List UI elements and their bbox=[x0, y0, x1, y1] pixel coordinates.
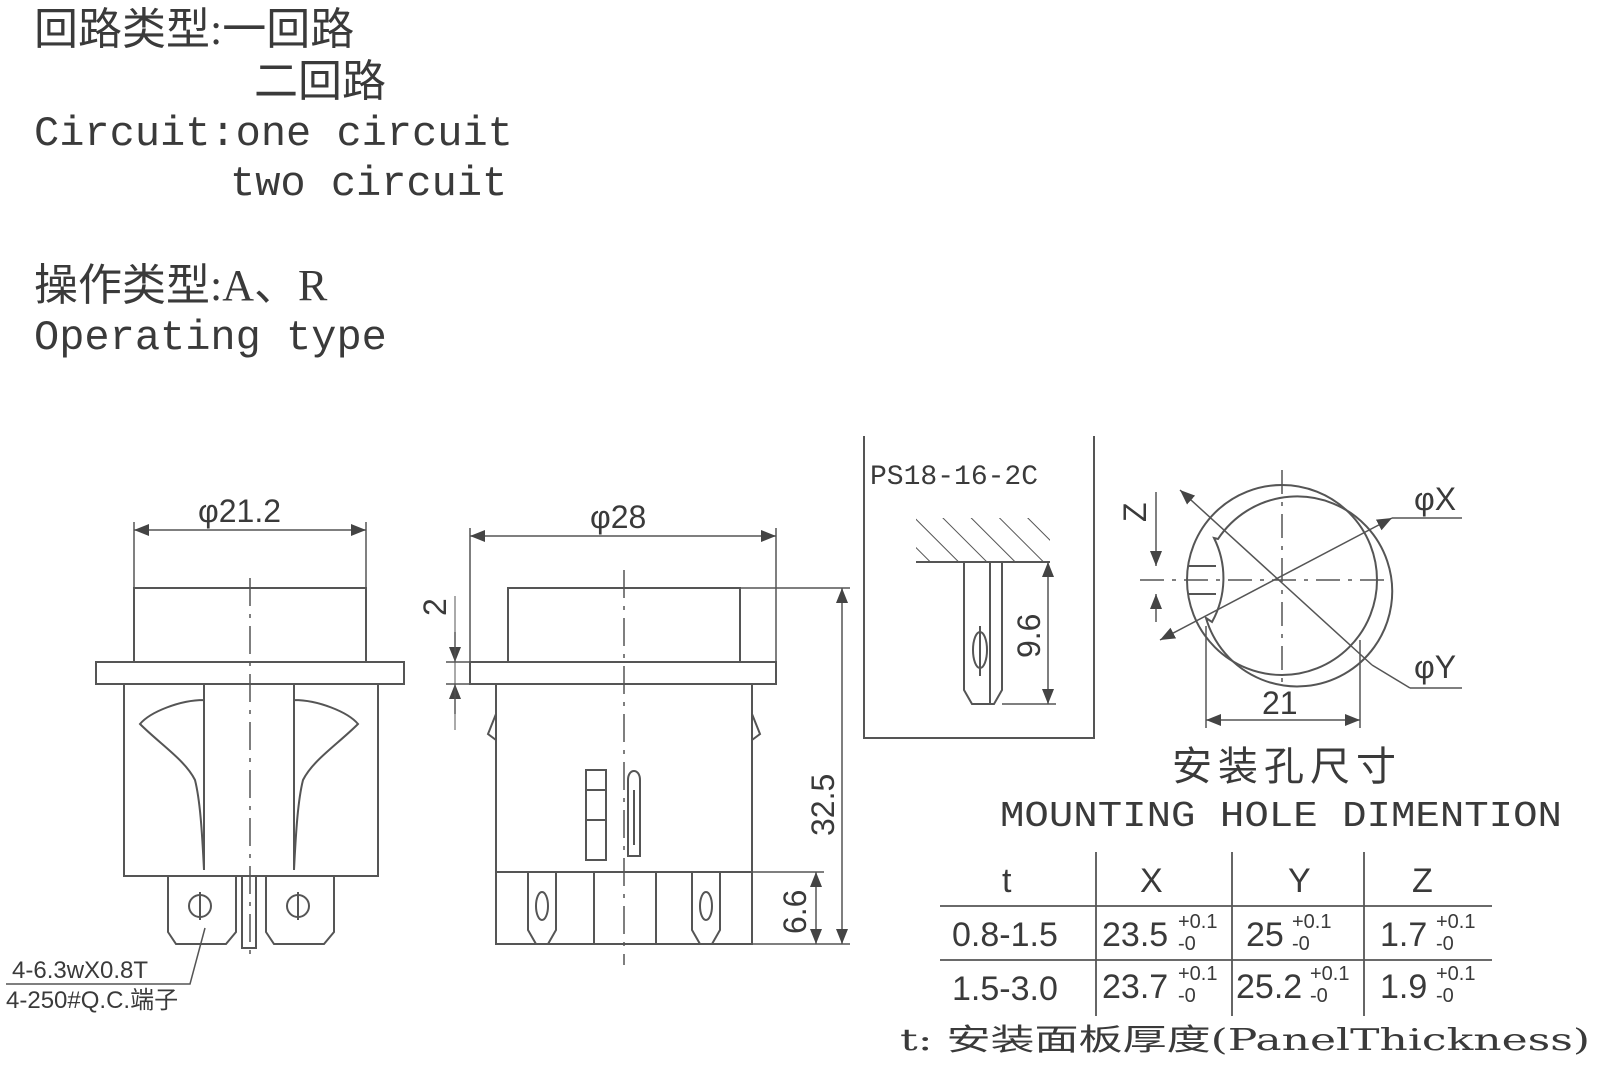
circuit-en: Circuit:one circuit bbox=[34, 110, 513, 158]
circuit-en-2: two circuit bbox=[230, 160, 508, 208]
circuit-type-cn: 回路类型:一回路 bbox=[34, 5, 355, 54]
row1-z-tol-minus: -0 bbox=[1436, 933, 1454, 955]
side-view-labels: φ28 2 32.5 6.6 bbox=[417, 499, 841, 934]
row2-y-tol-minus: -0 bbox=[1310, 985, 1328, 1007]
row1-y-tol-plus: +0.1 bbox=[1292, 911, 1331, 933]
front-view-labels: φ21.2 4-6.3wX0.8T 4-250#Q.C.端子 bbox=[6, 493, 281, 1014]
table-row: 1.5-3.0 23.7 +0.1 -0 25.2 +0.1 -0 1.9 +0… bbox=[952, 963, 1475, 1008]
hole-view-labels: Z φX φY 21 安装孔尺寸 MOUNTING HOLE DIMENTION bbox=[1000, 481, 1562, 837]
model-label: PS18-16-2C bbox=[870, 462, 1038, 493]
row2-x-tol-minus: -0 bbox=[1178, 985, 1196, 1007]
row1-z: 1.7 bbox=[1380, 916, 1427, 954]
row2-y: 25.2 bbox=[1236, 968, 1302, 1006]
row2-z-tol-plus: +0.1 bbox=[1436, 963, 1475, 985]
terminal-note-2: 4-250#Q.C.端子 bbox=[6, 987, 178, 1014]
mounting-hole-view bbox=[1140, 470, 1462, 728]
front-diameter-label: φ21.2 bbox=[198, 493, 281, 529]
label-phi-x: φX bbox=[1414, 481, 1456, 517]
row2-z: 1.9 bbox=[1380, 968, 1427, 1006]
table-header-t: t bbox=[1002, 862, 1012, 900]
detail-view bbox=[863, 436, 1095, 739]
label-z: Z bbox=[1117, 502, 1153, 522]
row2-z-tol-minus: -0 bbox=[1436, 985, 1454, 1007]
operating-type-cn: 操作类型:A、R bbox=[34, 261, 328, 310]
mounting-title-en: MOUNTING HOLE DIMENTION bbox=[1000, 796, 1562, 837]
dim-9-6-label: 9.6 bbox=[1011, 614, 1047, 658]
table-headers: t X Y Z bbox=[1002, 862, 1433, 900]
table-row: 0.8-1.5 23.5 +0.1 -0 25 +0.1 -0 1.7 +0.1… bbox=[952, 911, 1475, 955]
circuit-type-cn-2: 二回路 bbox=[254, 57, 386, 106]
dim-2-label: 2 bbox=[417, 598, 453, 616]
dim-6-6-label: 6.6 bbox=[777, 890, 813, 934]
dimension-table-grid bbox=[940, 852, 1492, 1016]
dim-32-5-label: 32.5 bbox=[805, 774, 841, 836]
row2-y-tol-plus: +0.1 bbox=[1310, 963, 1349, 985]
side-view bbox=[446, 528, 850, 965]
row1-y: 25 bbox=[1246, 916, 1284, 954]
row1-x-tol-plus: +0.1 bbox=[1178, 911, 1217, 933]
row2-x: 23.7 bbox=[1102, 968, 1168, 1006]
row2-x-tol-plus: +0.1 bbox=[1178, 963, 1217, 985]
row1-t: 0.8-1.5 bbox=[952, 916, 1058, 954]
mounting-title-cn: 安装孔尺寸 bbox=[1172, 744, 1402, 790]
detail-view-labels: PS18-16-2C 9.6 bbox=[870, 462, 1047, 658]
table-header-x: X bbox=[1140, 862, 1163, 900]
terminal-note-1: 4-6.3wX0.8T bbox=[12, 957, 148, 984]
side-diameter-label: φ28 bbox=[590, 499, 646, 535]
row1-x: 23.5 bbox=[1102, 916, 1168, 954]
table-footnote: t: 安装面板厚度(PanelThickness) bbox=[900, 1023, 1590, 1058]
label-phi-y: φY bbox=[1414, 649, 1456, 685]
row1-x-tol-minus: -0 bbox=[1178, 933, 1196, 955]
operating-type-en: Operating type bbox=[34, 314, 387, 362]
table-header-z: Z bbox=[1412, 862, 1433, 900]
row1-y-tol-minus: -0 bbox=[1292, 933, 1310, 955]
dim-21-label: 21 bbox=[1262, 685, 1298, 721]
row2-t: 1.5-3.0 bbox=[952, 970, 1058, 1008]
table-header-y: Y bbox=[1288, 862, 1311, 900]
front-view bbox=[6, 522, 405, 985]
row1-z-tol-plus: +0.1 bbox=[1436, 911, 1475, 933]
